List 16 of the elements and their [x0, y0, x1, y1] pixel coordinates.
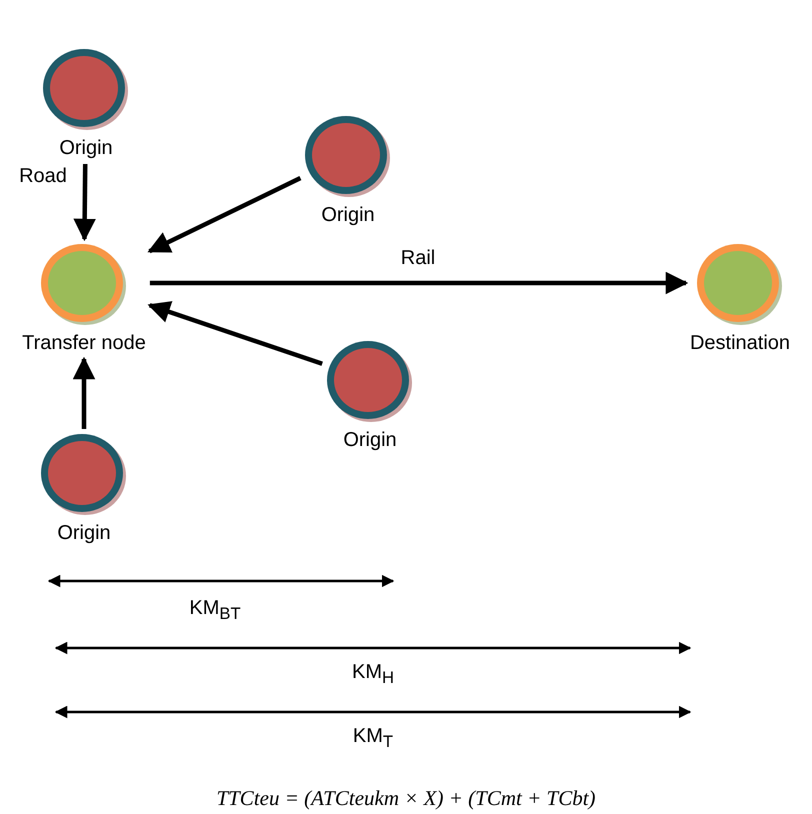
arrow: [72, 356, 96, 429]
arrow: [147, 176, 302, 254]
location-node: [40, 433, 128, 545]
node-label: Origin: [343, 428, 397, 452]
node-label: Transfer node: [22, 331, 146, 355]
arrow: [73, 164, 96, 242]
arrow: [148, 301, 323, 366]
node-label: Destination: [690, 331, 790, 355]
location-node: [326, 340, 414, 452]
node-label: Origin: [321, 203, 375, 227]
location-node: [304, 115, 392, 227]
arrow: [150, 272, 688, 294]
formula: TTCteu = (ATCteukm × X) + (TCmt + TCbt): [215, 786, 597, 811]
node-label: Origin: [59, 136, 113, 160]
node-label: Origin: [57, 521, 111, 545]
location-node: [42, 48, 130, 160]
